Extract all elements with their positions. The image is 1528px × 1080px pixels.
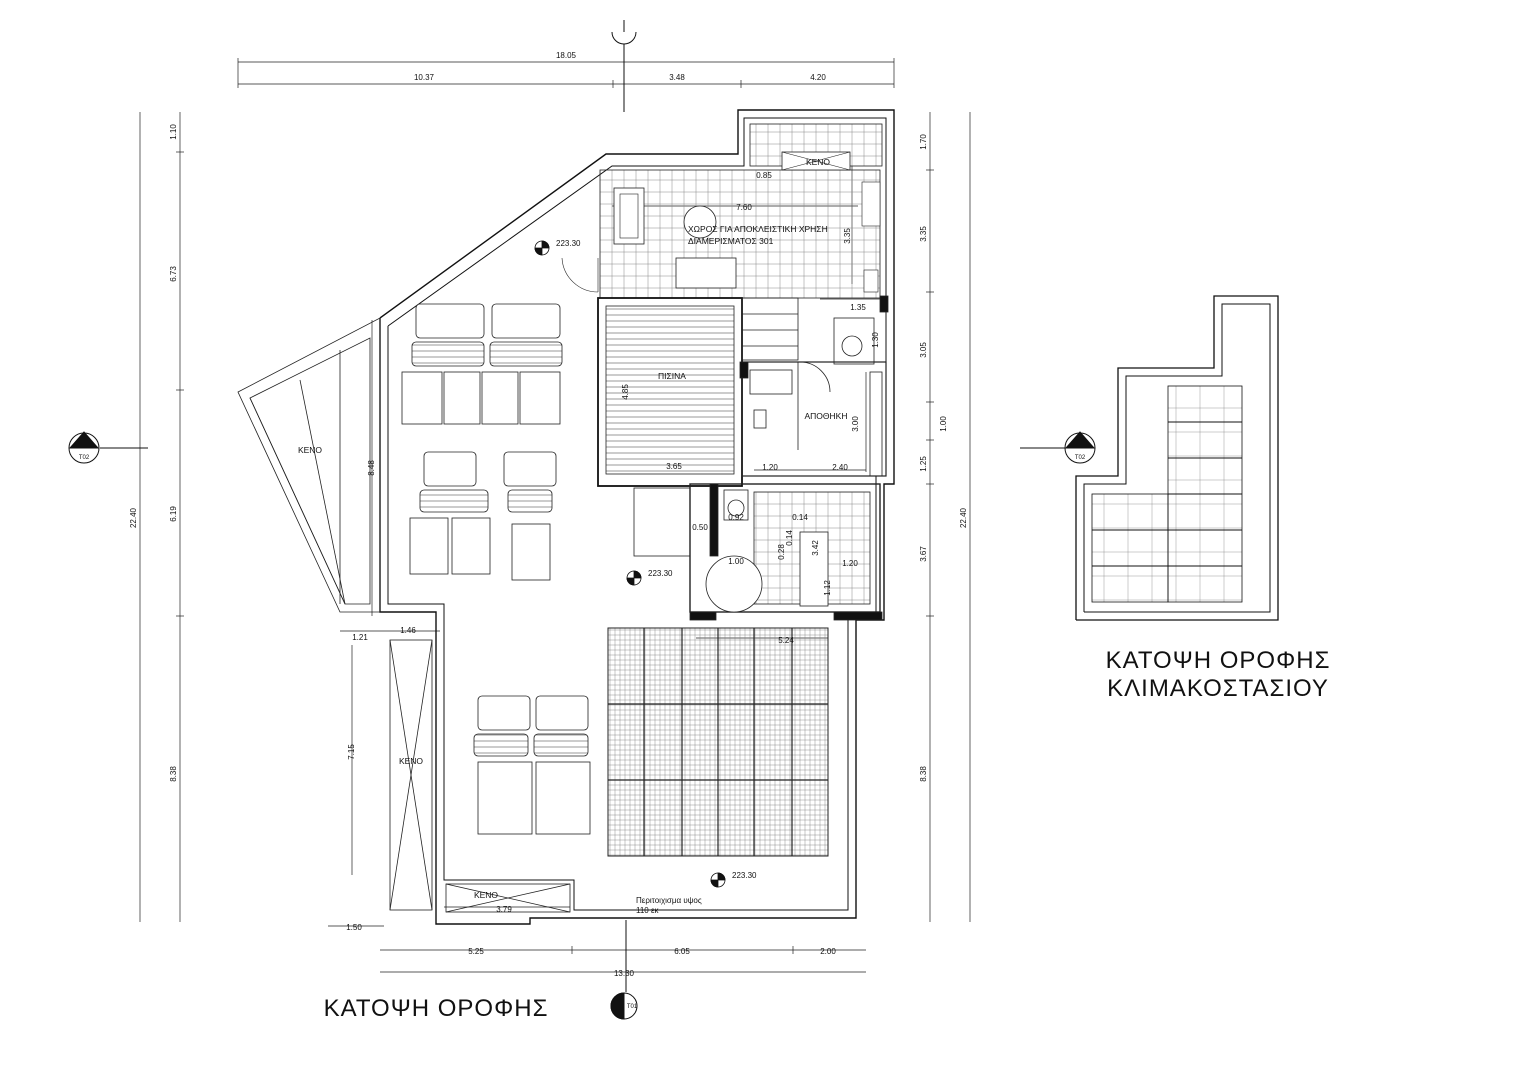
top-seg-2-dim: 3.48 — [669, 73, 685, 82]
right-seg-1-dim: 1.70 — [919, 134, 928, 150]
exclusive-terrace — [561, 123, 883, 299]
top-seg-3-dim: 4.20 — [810, 73, 826, 82]
void-top-label: ΚΕΝΟ — [806, 157, 830, 167]
stair-roof-title-line1: ΚΑΤΟΨΗ ΟΡΟΦΗΣ — [1106, 647, 1331, 674]
left-seg-4-dim: 8.38 — [169, 766, 178, 782]
left-total-dim: 22.40 — [129, 507, 138, 528]
dim-112: 1.12 — [823, 580, 832, 596]
top-total-dim: 18.05 — [556, 51, 577, 60]
stair-storage — [739, 295, 889, 477]
dim-300: 3.00 — [851, 416, 860, 432]
void-bottom-label: ΚΕΝΟ — [474, 890, 498, 900]
dim-760: 7.60 — [736, 203, 752, 212]
parapet-note-line2: 110 εκ — [636, 906, 660, 915]
dim-240: 2.40 — [832, 463, 848, 472]
dim-120a: 1.20 — [762, 463, 778, 472]
level-3-label: 223.30 — [732, 871, 757, 880]
section-marker-left-label: T02 — [79, 455, 90, 461]
right-seg-2-dim: 3.35 — [919, 226, 928, 242]
dim-120b: 1.20 — [842, 559, 858, 568]
level-markers — [534, 240, 726, 888]
bottom-seg-1-dim: 5.25 — [468, 947, 484, 956]
dim-100: 1.00 — [728, 557, 744, 566]
dim-848: 8.48 — [367, 460, 376, 476]
left-seg-1-dim: 1.10 — [169, 124, 178, 140]
section-markers — [68, 20, 1096, 1020]
void-bottom — [445, 883, 571, 913]
level-2-label: 223.30 — [648, 569, 673, 578]
top-seg-1-dim: 10.37 — [414, 73, 435, 82]
dim-485: 4.85 — [621, 384, 630, 400]
parapet-note-line1: Περιτοιχισμα υψος — [636, 896, 702, 905]
section-marker-right-label: T02 — [1075, 455, 1086, 461]
void-left-label: ΚΕΝΟ — [298, 445, 322, 455]
dim-146: 1.46 — [400, 626, 416, 635]
storage-label: ΑΠΟΘΗΚΗ — [805, 411, 848, 421]
plan-title: ΚΑΤΟΨΗ ΟΡΟΦΗΣ — [324, 995, 549, 1022]
bottom-total-dim: 13.30 — [614, 969, 635, 978]
bottom-left-dim: 1.50 — [346, 923, 362, 932]
bottom-seg-2-dim: 6.05 — [674, 947, 690, 956]
stair-roof-title-line2: ΚΛΙΜΑΚΟΣΤΑΣΙΟΥ — [1107, 675, 1329, 702]
dim-014a: 0.14 — [792, 513, 808, 522]
pool — [597, 297, 743, 487]
dim-335: 3.35 — [843, 228, 852, 244]
dim-715: 7.15 — [347, 744, 356, 760]
dim-028: 0.28 — [777, 544, 786, 560]
sun-loungers — [401, 303, 591, 835]
exclusive-area-label-line1: ΧΩΡΟΣ ΓΙΑ ΑΠΟΚΛΕΙΣΤΙΚΗ ΧΡΗΣΗ — [688, 224, 828, 234]
right-seg-4-dim: 1.00 — [939, 416, 948, 432]
right-seg-5-dim: 1.25 — [919, 456, 928, 472]
void-lower-label: ΚΕΝΟ — [399, 756, 423, 766]
dim-365: 3.65 — [666, 462, 682, 471]
pool-label: ΠΙΣΙΝΑ — [658, 371, 686, 381]
left-seg-3-dim: 6.19 — [169, 506, 178, 522]
void-left-wing — [237, 317, 381, 613]
stair-roof-plan — [1075, 295, 1279, 621]
dim-130: 1.30 — [871, 332, 880, 348]
dim-524: 5.24 — [778, 636, 794, 645]
void-lower-left — [389, 639, 433, 911]
dim-050: 0.50 — [692, 523, 708, 532]
dim-092: 0.92 — [728, 513, 744, 522]
dim-379: 3.79 — [496, 905, 512, 914]
level-1-label: 223.30 — [556, 239, 581, 248]
bottom-seg-3-dim: 2.00 — [820, 947, 836, 956]
dim-135: 1.35 — [850, 303, 866, 312]
right-seg-7-dim: 8.38 — [919, 766, 928, 782]
right-seg-6-dim: 3.67 — [919, 546, 928, 562]
stairwell-core — [633, 483, 883, 621]
dim-342: 3.42 — [811, 540, 820, 556]
dim-014b: 0.14 — [785, 530, 794, 546]
solar-panels — [607, 627, 829, 857]
left-seg-2-dim: 6.73 — [169, 266, 178, 282]
dim-121: 1.21 — [352, 633, 368, 642]
right-seg-3-dim: 3.05 — [919, 342, 928, 358]
dim-085: 0.85 — [756, 171, 772, 180]
section-marker-bottom-label: T01 — [627, 1004, 638, 1010]
right-total-dim: 22.40 — [959, 507, 968, 528]
exclusive-area-label-line2: ΔΙΑΜΕΡΙΣΜΑΤΟΣ 301 — [688, 236, 774, 246]
